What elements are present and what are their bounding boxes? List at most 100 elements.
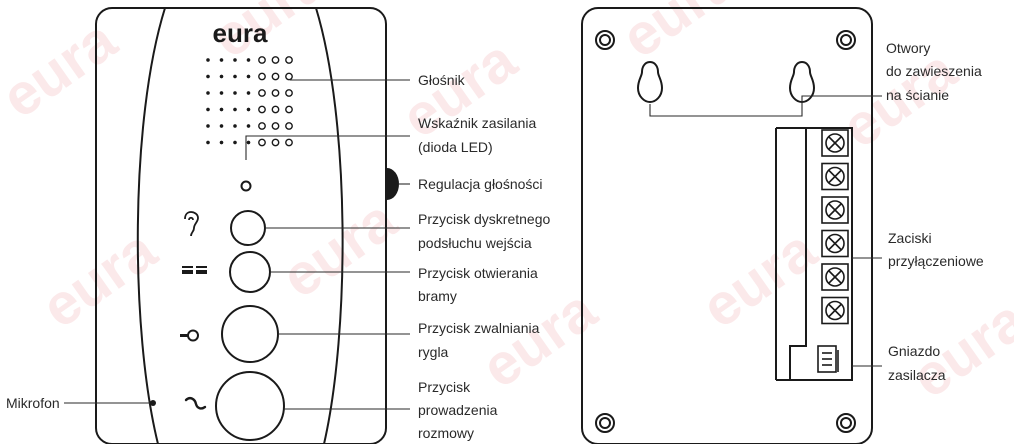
svg-text:eura: eura xyxy=(690,217,828,341)
gate-button[interactable] xyxy=(229,251,271,293)
label-power-indicator-2: (dioda LED) xyxy=(418,139,493,155)
grille-hole xyxy=(258,122,266,130)
front-panel: eura xyxy=(6,7,550,444)
label-monitor-1: Przycisk dyskretnego xyxy=(418,211,550,227)
ear-icon xyxy=(184,211,199,237)
grille-hole xyxy=(271,122,280,130)
svg-text:eura: eura xyxy=(30,217,168,341)
screw-top-right xyxy=(836,30,856,50)
grille-hole xyxy=(258,56,266,64)
grille-hole xyxy=(219,107,224,112)
grille-hole xyxy=(258,138,266,147)
speaker-grille xyxy=(206,56,293,147)
volume-knob[interactable] xyxy=(387,168,399,200)
grille-hole xyxy=(219,74,224,79)
grille-hole xyxy=(285,138,293,147)
front-housing xyxy=(95,7,387,444)
label-talk-2: prowadzenia xyxy=(418,402,498,418)
label-power-indicator-1: Wskaźnik zasilania xyxy=(418,115,536,131)
grille-hole xyxy=(206,107,210,112)
grille-hole xyxy=(233,58,237,62)
label-talk-1: Przycisk xyxy=(418,379,471,395)
label-monitor-2: podsłuchu wejścia xyxy=(418,235,532,251)
grille-hole xyxy=(258,105,266,114)
grille-hole xyxy=(233,107,237,112)
grille-hole xyxy=(271,89,280,97)
power-socket xyxy=(817,345,839,373)
terminal-screw xyxy=(821,229,849,258)
label-terminals-2: przyłączeniowe xyxy=(888,253,984,269)
grille-hole xyxy=(206,124,210,128)
grille-hole xyxy=(246,91,251,95)
eura-logo: eura xyxy=(213,18,268,48)
power-led xyxy=(240,180,252,192)
front-left-curve xyxy=(136,7,166,444)
screw-bottom-left xyxy=(595,413,615,433)
mount-hole-left xyxy=(636,60,664,104)
grille-hole xyxy=(219,124,224,128)
label-terminals-1: Zaciski xyxy=(888,230,932,246)
grille-hole xyxy=(233,124,237,128)
mount-hole-leader xyxy=(649,95,882,117)
grille-hole xyxy=(258,89,266,97)
label-speaker: Głośnik xyxy=(418,72,466,88)
grille-hole xyxy=(246,74,251,79)
grille-hole xyxy=(271,72,280,81)
grille-hole xyxy=(285,56,293,64)
label-talk-3: rozmowy xyxy=(418,425,474,441)
grille-hole xyxy=(246,107,251,112)
terminal-screw xyxy=(821,129,849,157)
grille-hole xyxy=(219,91,224,95)
label-mount-1: Otwory xyxy=(886,40,930,56)
grille-hole xyxy=(206,140,210,145)
back-housing xyxy=(581,7,873,444)
terminal-block xyxy=(775,127,853,381)
gate-icon xyxy=(182,266,207,274)
svg-text:eura: eura xyxy=(0,7,128,131)
grille-hole xyxy=(233,140,237,145)
screw-bottom-right xyxy=(836,413,856,433)
grille-hole xyxy=(206,74,210,79)
grille-hole xyxy=(246,140,251,145)
grille-hole xyxy=(285,122,293,130)
talk-button[interactable] xyxy=(215,371,285,441)
grille-hole xyxy=(271,56,280,64)
label-gate-1: Przycisk otwierania xyxy=(418,265,538,281)
microphone-hole xyxy=(150,400,156,406)
label-mount-2: do zawieszenia xyxy=(886,63,982,79)
led-leader xyxy=(245,135,410,160)
terminal-screw xyxy=(821,196,849,224)
grille-hole xyxy=(285,72,293,81)
svg-text:eura: eura xyxy=(470,277,608,401)
label-gate-2: bramy xyxy=(418,288,457,304)
grille-hole xyxy=(258,72,266,81)
grille-hole xyxy=(246,58,251,62)
grille-hole xyxy=(206,58,210,62)
svg-text:eura: eura xyxy=(390,27,528,151)
screw-top-left xyxy=(595,30,615,50)
grille-hole xyxy=(219,58,224,62)
terminal-screw xyxy=(821,263,849,291)
label-socket-2: zasilacza xyxy=(888,367,946,383)
label-lock-1: Przycisk zwalniania xyxy=(418,320,540,336)
svg-text:eura: eura xyxy=(270,187,408,311)
lock-button[interactable] xyxy=(221,305,279,363)
front-right-curve xyxy=(315,7,344,444)
grille-hole xyxy=(271,138,280,147)
grille-hole xyxy=(285,105,293,114)
handset-icon xyxy=(184,396,207,410)
grille-hole xyxy=(219,140,224,145)
label-lock-2: rygla xyxy=(418,344,449,360)
grille-hole xyxy=(271,105,280,114)
grille-hole xyxy=(206,91,210,95)
label-socket-1: Gniazdo xyxy=(888,343,940,359)
monitor-button[interactable] xyxy=(230,210,266,246)
key-icon xyxy=(180,329,199,342)
grille-hole xyxy=(285,89,293,97)
grille-hole xyxy=(246,124,251,128)
label-microphone: Mikrofon xyxy=(6,395,60,411)
terminal-screw xyxy=(821,162,849,191)
terminal-screw xyxy=(821,296,849,325)
label-mount-3: na ścianie xyxy=(886,87,949,103)
